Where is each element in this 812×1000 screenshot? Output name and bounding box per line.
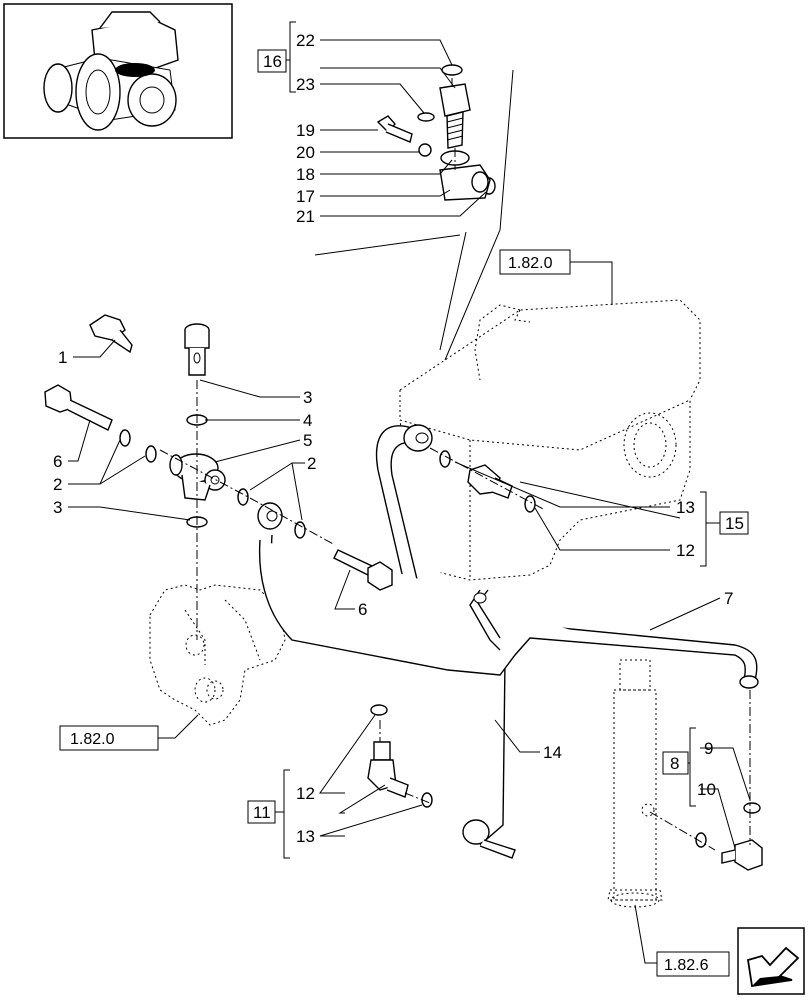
kit-boxes: 16 15 8 11 <box>247 49 749 824</box>
callout-2: 2 <box>53 475 62 494</box>
reference-leaders <box>158 261 657 964</box>
kit-15: 15 <box>725 514 744 533</box>
reference-boxes: 1.82.0 1.82.0 1.82.6 <box>59 249 730 977</box>
pipe-7 <box>257 502 759 689</box>
callout-labels: 1 3 4 5 2 6 2 3 6 7 9 10 14 12 13 13 12 … <box>53 31 733 846</box>
callout-21: 21 <box>296 207 315 226</box>
hydraulic-tank <box>399 299 701 581</box>
callout-12: 12 <box>296 784 315 803</box>
banjo-bolt-3 <box>184 323 210 376</box>
callout-12: 12 <box>676 541 695 560</box>
callout-13: 13 <box>296 827 315 846</box>
callout-6: 6 <box>358 600 367 619</box>
reference-1-82-6: 1.82.6 <box>664 957 709 974</box>
next-page-arrow-icon[interactable] <box>737 927 805 995</box>
reference-1-82-0: 1.82.0 <box>70 731 115 748</box>
callout-10: 10 <box>697 780 716 799</box>
callout-19: 19 <box>296 121 315 140</box>
kit-16: 16 <box>263 52 282 71</box>
callout-leaders <box>68 39 751 849</box>
kit-8: 8 <box>670 754 679 773</box>
valve-block <box>149 584 286 726</box>
elbow-fitting-8 <box>721 839 763 871</box>
bolt-6-upper <box>44 384 113 431</box>
elbow-fitting-11 <box>367 741 409 798</box>
callout-4: 4 <box>303 411 312 430</box>
callout-1: 1 <box>58 348 67 367</box>
callout-2: 2 <box>307 454 316 473</box>
callout-23: 23 <box>296 75 315 94</box>
callout-5: 5 <box>303 431 312 450</box>
banjo-assembly-16 <box>376 83 491 201</box>
callout-9: 9 <box>704 739 713 758</box>
callout-17: 17 <box>296 187 315 206</box>
bolt-1 <box>89 314 133 354</box>
bolt-6-lower <box>333 549 393 591</box>
callout-14: 14 <box>543 743 562 762</box>
reference-1-82-0: 1.82.0 <box>508 255 553 272</box>
centre-lines <box>159 78 751 851</box>
callout-20: 20 <box>296 143 315 162</box>
callout-18: 18 <box>296 165 315 184</box>
kit-brackets <box>275 21 720 859</box>
tractor-thumbnail-icon <box>3 3 233 139</box>
callout-6: 6 <box>53 452 62 471</box>
kit-11: 11 <box>253 803 271 822</box>
callout-22: 22 <box>296 31 315 50</box>
callout-3: 3 <box>303 388 312 407</box>
callout-13: 13 <box>676 498 695 517</box>
detail-leaders <box>314 69 514 361</box>
callout-7: 7 <box>724 589 733 608</box>
callout-3: 3 <box>53 498 62 517</box>
hydraulic-cylinder <box>607 659 663 908</box>
